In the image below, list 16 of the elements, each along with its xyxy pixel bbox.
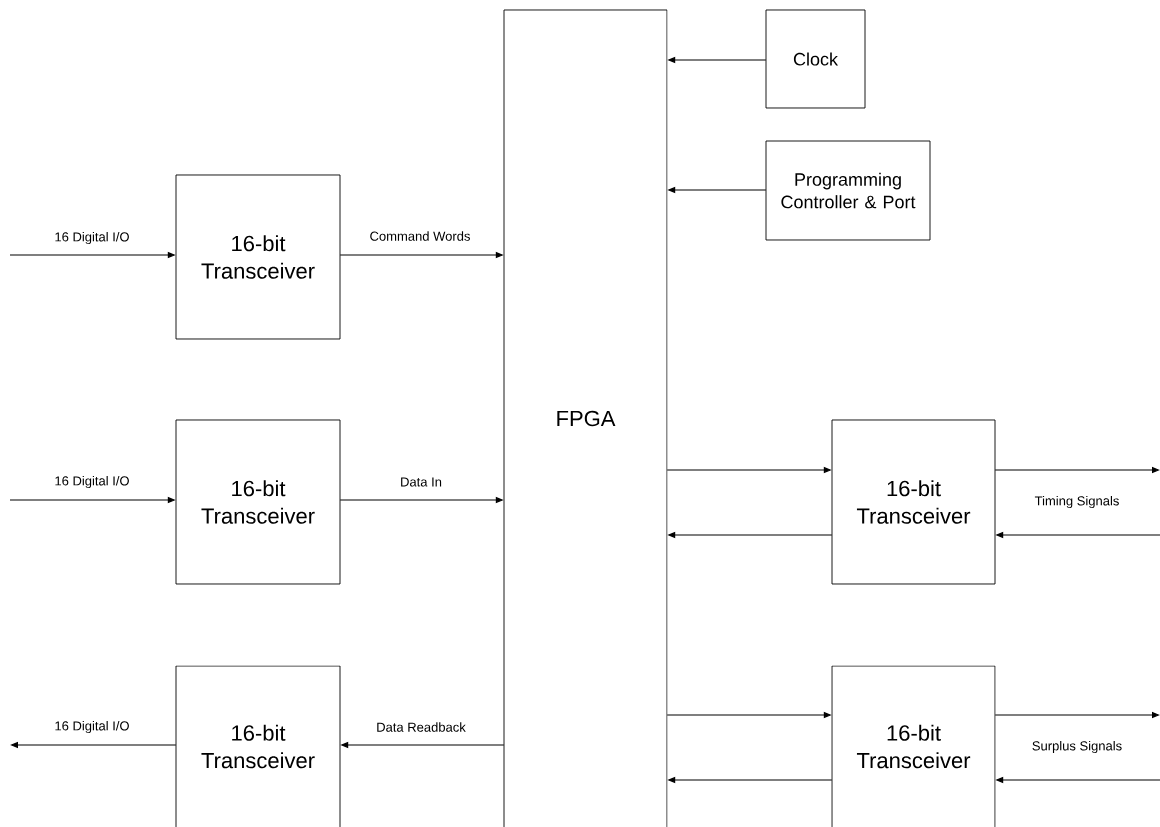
edge-label: Command Words (368, 230, 472, 242)
block-box: FPGA (503, 9, 668, 827)
block-box: 16-bit Transceiver (175, 174, 341, 340)
block-box: 16-bit Transceiver (175, 419, 341, 585)
block-box: Programming Controller & Port (765, 140, 931, 241)
edge-label: Data Readback (375, 721, 467, 733)
edge-label: 16 Digital I/O (53, 474, 131, 490)
edge-label: 16 Digital I/O (53, 719, 131, 735)
edge-label: 16 Digital I/O (53, 230, 131, 246)
block-box: 16-bit Transceiver (831, 665, 996, 827)
block-box: 16-bit Transceiver (831, 419, 996, 585)
block-box: 16-bit Transceiver (175, 665, 341, 827)
block-box: Clock (765, 9, 866, 109)
edge-label: Timing Signals (1033, 494, 1121, 510)
edge-label: Surplus Signals (1030, 739, 1124, 755)
edge-label: Data In (399, 476, 443, 488)
